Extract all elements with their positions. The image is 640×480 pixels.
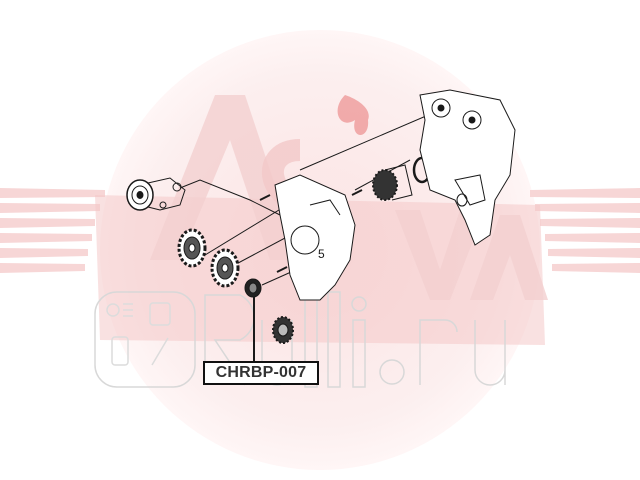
lower-pulley	[272, 316, 294, 344]
timing-cover: 5	[259, 174, 363, 301]
leader-line	[299, 109, 441, 171]
watermark-letter-v	[395, 210, 485, 300]
part-number-label: CHRBP-007	[203, 361, 319, 385]
engine-block	[419, 89, 516, 246]
tensioner-pulley	[126, 177, 186, 211]
watermark-stripes-left	[0, 188, 105, 273]
watermark-stripes-right	[530, 188, 640, 273]
callout-number: 5	[318, 247, 325, 261]
watermark-category-icons	[106, 302, 171, 366]
watermark-letter-a	[150, 95, 300, 260]
bushing-pulley	[244, 278, 262, 298]
gear-1	[177, 228, 207, 268]
watermark-letter-a2	[470, 215, 548, 300]
gear-2	[210, 248, 240, 288]
watermark-flame-icon	[337, 95, 369, 135]
leader-line	[179, 179, 281, 216]
